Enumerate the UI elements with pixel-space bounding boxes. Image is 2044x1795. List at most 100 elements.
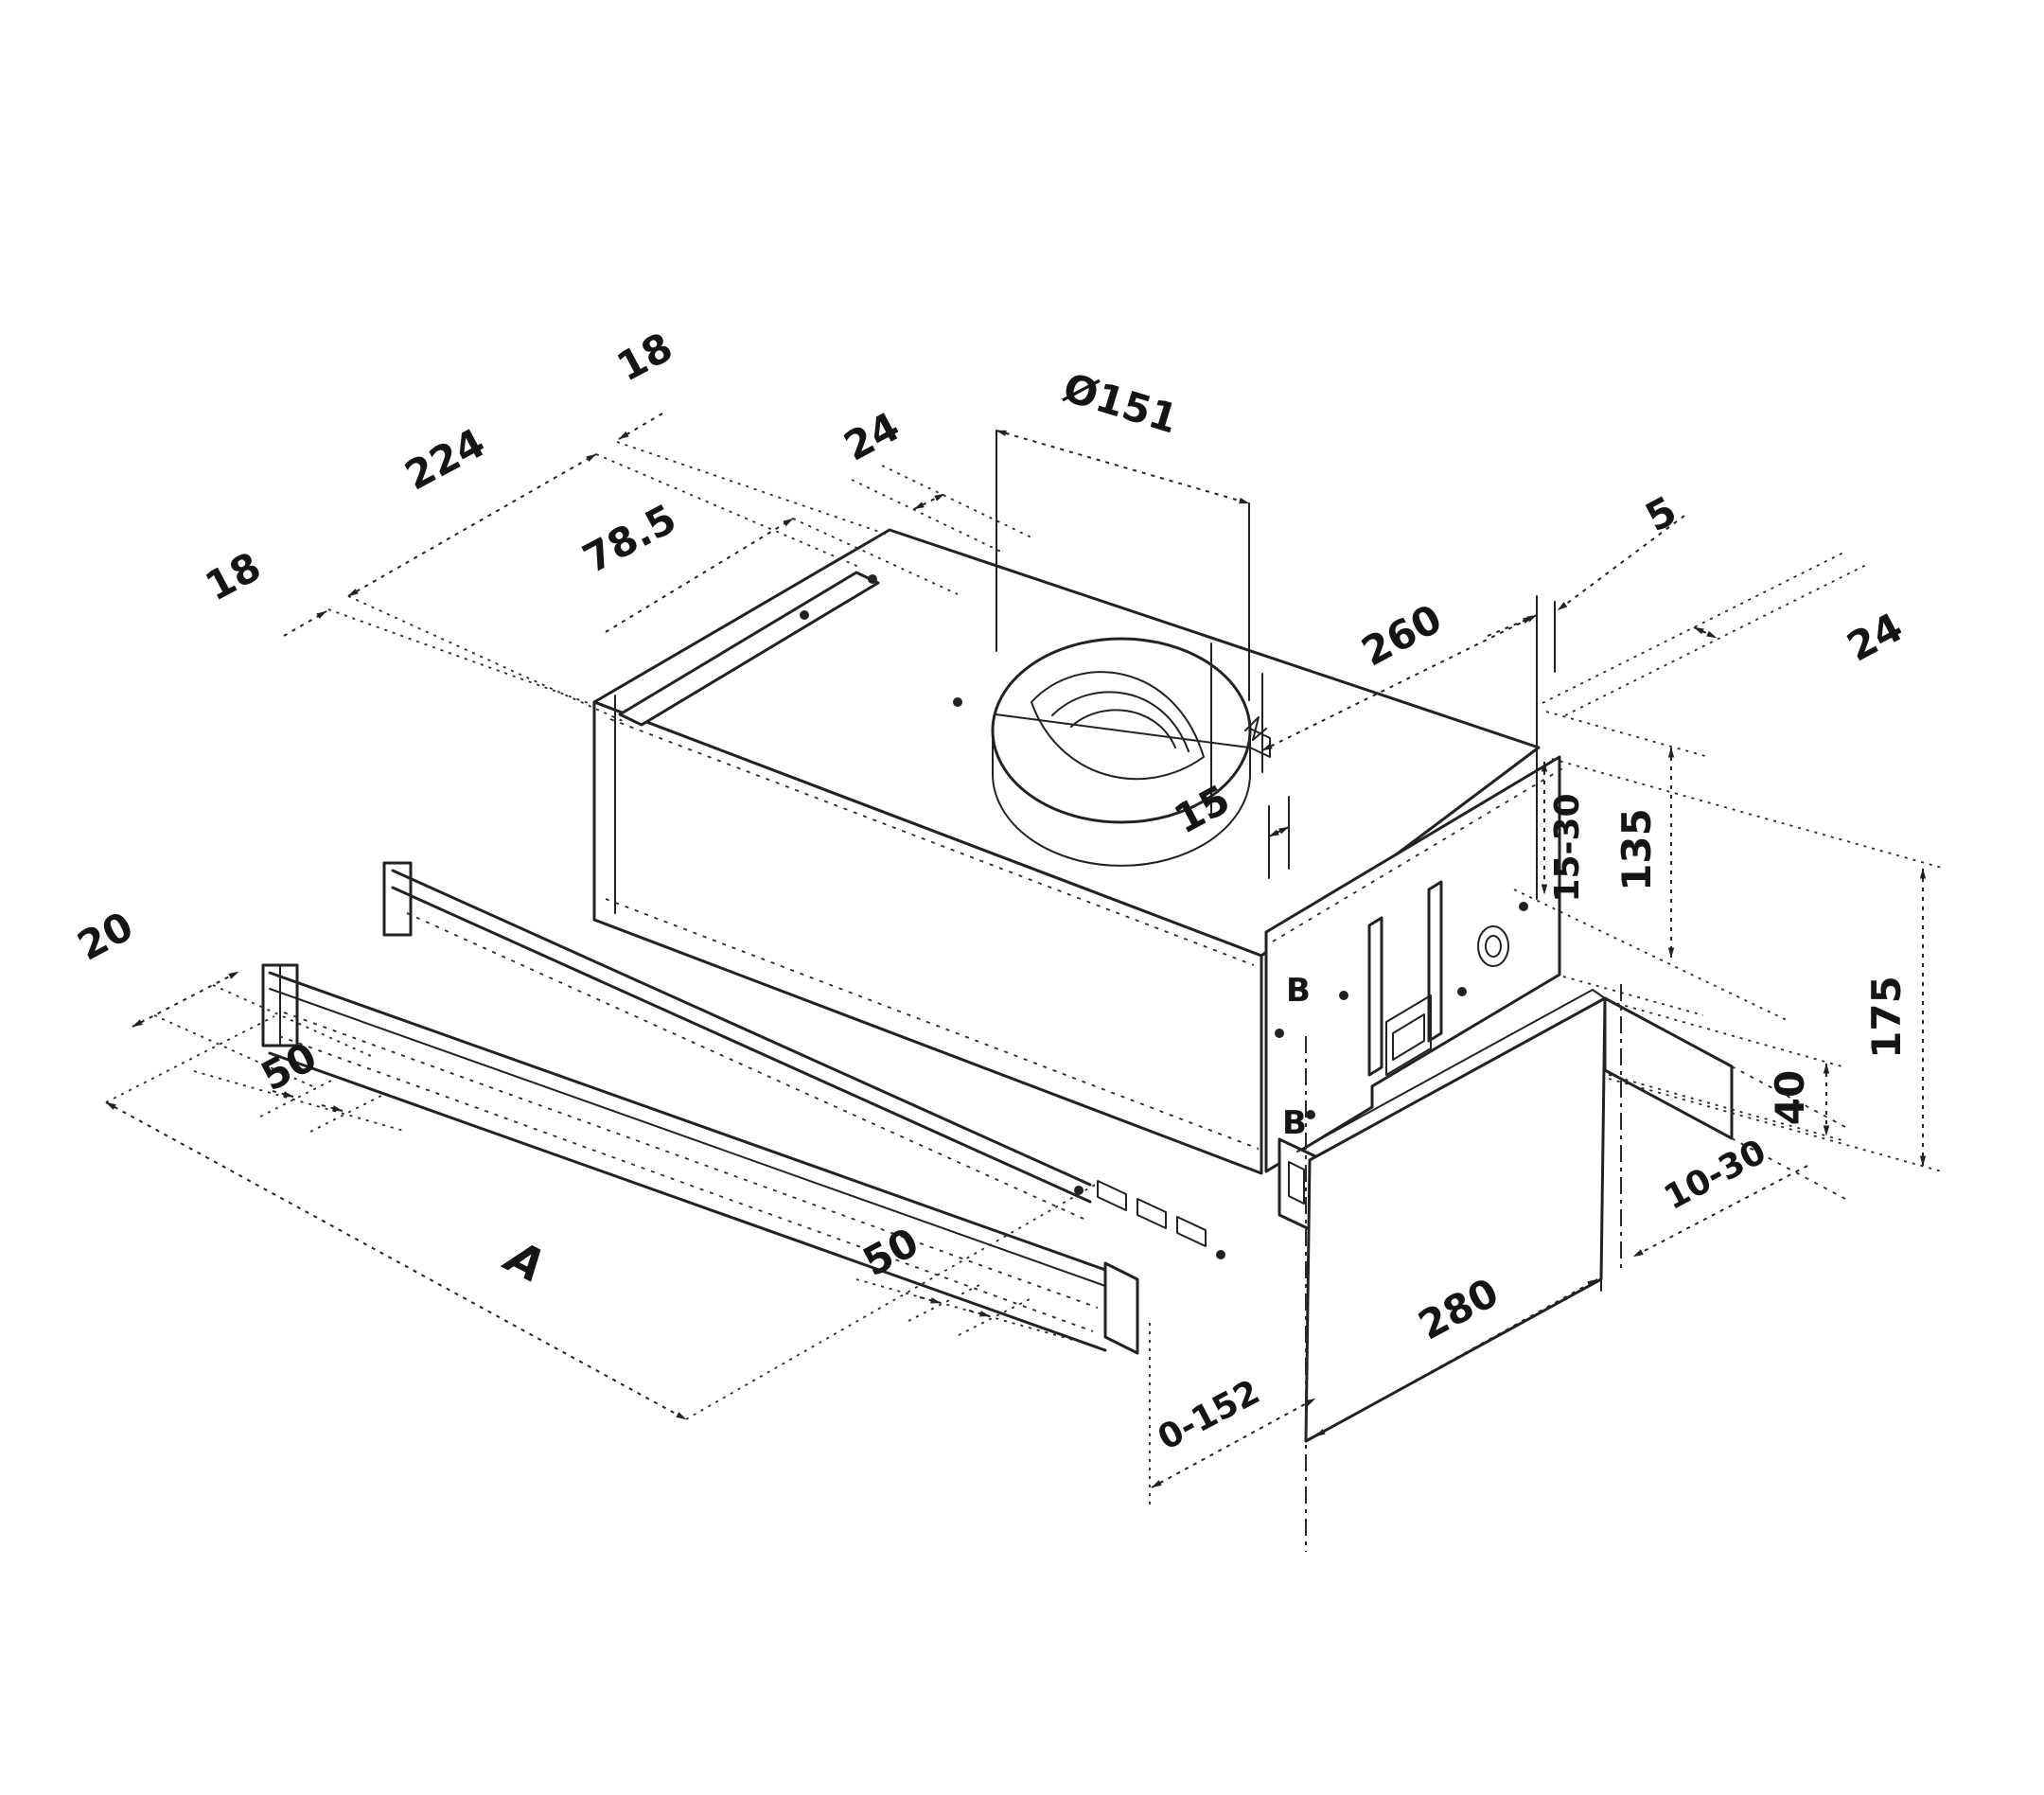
body-front-shading-2 <box>605 898 1260 1150</box>
bracket-top-hatch <box>1272 766 1567 942</box>
ext-224-front <box>347 595 624 722</box>
dim-78-5-label: 78.5 <box>575 495 684 582</box>
bracket-latch <box>1385 994 1432 1076</box>
ext-24r-2 <box>1564 562 1871 716</box>
dim-280-line <box>1314 1278 1598 1437</box>
ext-a-right <box>685 1183 1098 1420</box>
dim-50l-line <box>193 1070 408 1133</box>
dim-24-right-label: 24 <box>1840 604 1911 671</box>
dim-18-left-arrow <box>283 610 327 637</box>
duct-bottom-rim <box>992 773 1251 867</box>
bracket-slot-1 <box>1367 916 1383 1077</box>
box-top-strip <box>1296 989 1606 1153</box>
dim-78-5-line <box>605 518 794 633</box>
body-front-face <box>592 700 1263 1175</box>
dim-15-30-label: 15-30 <box>1548 793 1587 902</box>
dim-0-152-group: 0-152 <box>1149 1323 1316 1506</box>
switch-dot-2 <box>1216 1250 1225 1259</box>
ext-40-bottom <box>1608 1074 1846 1142</box>
panel-dot-2 <box>1275 1029 1284 1038</box>
ext-a-left <box>105 1015 275 1103</box>
panel-dot-1 <box>1339 991 1348 1000</box>
dim-5-leader <box>1557 515 1685 611</box>
top-mounting-rail <box>618 571 880 727</box>
front-latch-slot <box>1288 1161 1305 1205</box>
pullout-visor <box>261 963 1317 1355</box>
panel-dot-3 <box>1457 987 1467 996</box>
visor-bottom-edge <box>268 1051 1107 1352</box>
dim-24-top-group: 24 <box>837 403 1034 554</box>
visor-right-cap <box>1103 1261 1139 1355</box>
body-front-shading-1 <box>609 718 1255 966</box>
ext-24-top-2 <box>881 465 1034 539</box>
visor-shading-1 <box>283 1012 1099 1309</box>
dim-224-line <box>347 453 597 597</box>
ext-50l-2 <box>309 1095 382 1133</box>
ext-135-top <box>1545 711 1706 757</box>
support-rail <box>382 861 1092 1220</box>
switch-3 <box>1176 1216 1207 1247</box>
dim-18-left-label: 18 <box>198 543 269 610</box>
ext-20-2 <box>153 1014 313 1087</box>
ext-20-1 <box>212 984 372 1057</box>
dim-15-30-group: 15-30 <box>1513 761 1791 1023</box>
dim-a-group: A <box>105 1015 1098 1420</box>
dim-20-group: 20 <box>70 903 372 1087</box>
dim-175-group: 175 <box>1551 758 1943 1172</box>
dim-24r-line <box>1693 626 1718 639</box>
bracket-hole-outer <box>1477 925 1509 967</box>
box-floor-cont-top <box>1731 1065 1848 1129</box>
ext-135-bottom <box>1562 976 1704 1016</box>
dim-135-label: 135 <box>1613 808 1660 891</box>
dim-18-top-label: 18 <box>609 324 680 391</box>
dim-10-30-line <box>1632 1165 1808 1258</box>
side-bracket-panel: B B <box>1264 755 1567 1173</box>
ext-224-rear <box>595 453 862 569</box>
ext-50c-2 <box>958 1298 1031 1336</box>
dim-20-label: 20 <box>70 903 141 970</box>
dim-135-group: 135 <box>1545 711 1706 1016</box>
dim-260-line <box>1261 614 1538 751</box>
dim-5-label: 5 <box>1638 487 1684 541</box>
dim-40-group: 40 <box>1608 1000 1846 1142</box>
dim-24-top-line <box>913 493 945 510</box>
marker-b-upper: B <box>1286 972 1311 1010</box>
rail-front-line <box>391 886 1092 1204</box>
dim-175-label: 175 <box>1863 976 1910 1059</box>
panel-dot-5 <box>1306 1110 1315 1119</box>
dim-10-30-label: 10-30 <box>1658 1133 1772 1218</box>
switch-2 <box>1137 1198 1167 1229</box>
bracket-panel-face <box>1264 755 1561 1173</box>
dim-40-label: 40 <box>1767 1070 1813 1125</box>
dim-a-label: A <box>494 1229 553 1294</box>
break-squiggle <box>1244 716 1267 741</box>
switch-1 <box>1097 1180 1127 1211</box>
visor-top-strip <box>269 988 1106 1287</box>
dim-224-label: 224 <box>397 419 492 499</box>
dim-260-label: 260 <box>1354 595 1449 675</box>
bracket-hole-inner <box>1485 935 1502 958</box>
dim-15-line <box>1268 826 1290 837</box>
dim-50c-arrow2 <box>968 1310 991 1317</box>
damper-hinge-line <box>995 713 1250 748</box>
dim-50l-arrow1 <box>272 1090 294 1098</box>
dim-20-line <box>132 971 239 1028</box>
dim-18-top-arrow <box>618 413 663 440</box>
rail-screw-dot-2 <box>868 574 877 584</box>
box-floor-slab <box>1603 996 1734 1140</box>
dim-50c-arrow1 <box>919 1296 942 1304</box>
dim-50-center-label: 50 <box>855 1219 926 1286</box>
visor-shading-2 <box>278 1035 1094 1332</box>
dim-0-152-line <box>1151 1398 1316 1488</box>
dim-a-line <box>105 1101 687 1420</box>
switch-dot-1 <box>1074 1186 1084 1195</box>
rail-top-line <box>391 869 1092 1187</box>
dim-10-30-group: 10-30 <box>1632 1133 1808 1258</box>
damper-flap-line-2 <box>1070 709 1176 748</box>
dim-151-line <box>996 430 1250 504</box>
dim-151-label: Ø151 <box>1058 364 1183 443</box>
visor-top-edge <box>268 971 1107 1272</box>
bracket-latch-inner <box>1392 1013 1425 1061</box>
